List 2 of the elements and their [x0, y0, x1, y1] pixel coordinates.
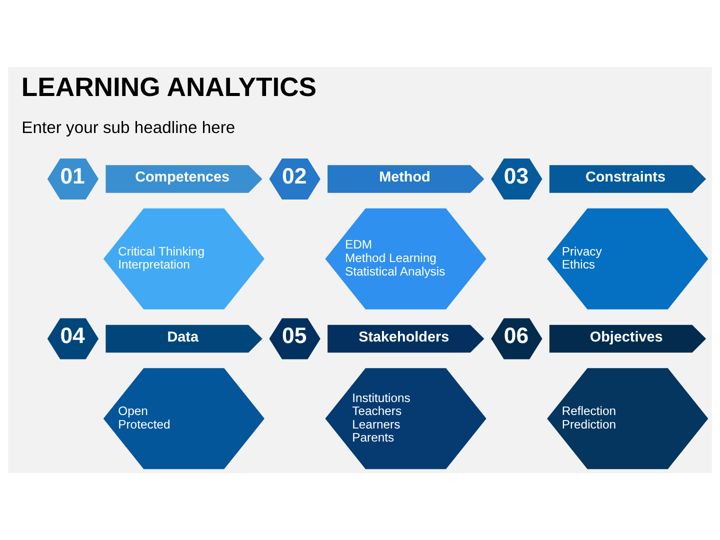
label: Enter your sub headline here — [22, 118, 236, 138]
diagram-title: LEARNING ANALYTICS — [21, 72, 317, 102]
